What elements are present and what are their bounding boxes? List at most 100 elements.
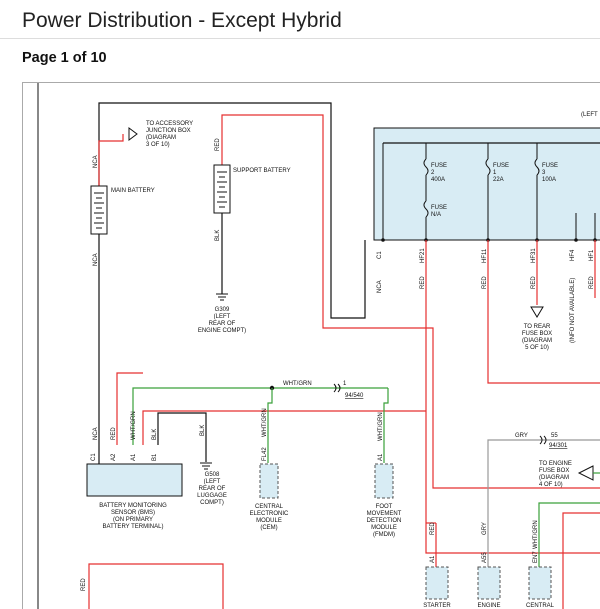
- bms-wire-red: RED: [111, 427, 117, 440]
- fmdm-label-2: MOVEMENT: [367, 511, 402, 517]
- pin-hf21: HF21: [420, 248, 426, 263]
- g508-label-3: REAR OF: [199, 486, 226, 492]
- fmdm-wht-grn-wire: [383, 388, 389, 463]
- bms-label-3: (ON PRIMARY: [113, 517, 153, 523]
- rear-fuse-ref-3: (DIAGRAM: [522, 338, 552, 344]
- fuse-na-1: FUSE: [431, 205, 447, 211]
- bms-red-link: [116, 372, 143, 445]
- engine-label: ENGINE: [477, 603, 500, 609]
- bottom-pin-a55: A55: [482, 552, 488, 563]
- fuse-box: [373, 127, 600, 241]
- fuse-1-num: 1: [493, 170, 497, 176]
- bottom-wire-wht-grn: WHT/GRN: [533, 520, 539, 549]
- lower-left-red-label: RED: [81, 578, 87, 591]
- pin-hf1: HF1: [589, 249, 595, 261]
- g309-label-3: REAR OF: [209, 321, 236, 327]
- accessory-arrow-icon: [128, 127, 138, 141]
- ground-g508-icon: [200, 462, 212, 470]
- engine-fuse-ref-2: FUSE BOX: [539, 468, 569, 474]
- wire-label-nca-2: NCA: [93, 253, 99, 266]
- pin-hf4: HF4: [570, 249, 576, 261]
- left-label: (LEFT: [581, 112, 598, 118]
- page-counter: Page 1 of 10: [22, 50, 107, 66]
- bms-wire-blk: BLK: [152, 429, 158, 440]
- bms-label-1: BATTERY MONITORING: [99, 503, 167, 509]
- support-red-label: RED: [215, 138, 221, 151]
- fuse-2-name: FUSE: [431, 163, 447, 169]
- gry-wire: [487, 439, 600, 567]
- blk-wire-label: BLK: [200, 425, 206, 436]
- central-label: CENTRAL: [526, 603, 555, 609]
- starter-module: [425, 566, 449, 600]
- cem-module: [259, 463, 279, 499]
- bms-pin-a2: A2: [111, 453, 117, 461]
- rear-fuse-ref-1: TO REAR: [524, 324, 551, 330]
- box-wire-nca: NCA: [377, 280, 383, 293]
- fmdm-label-3: DETECTION: [367, 518, 402, 524]
- wiring-diagram-sheet: TO ACCESSORY JUNCTION BOX (DIAGRAM 3 OF …: [22, 82, 600, 609]
- engine-module: [477, 566, 501, 600]
- connector-94-301: 94/301: [549, 443, 568, 449]
- fuse-na-2: N/A: [431, 212, 441, 218]
- bottom-wire-gry: GRY: [482, 522, 488, 535]
- engine-fuse-ref-1: TO ENGINE: [539, 461, 572, 467]
- rear-fuse-ref-2: FUSE BOX: [522, 331, 552, 337]
- cem-pin-fl42: FL42: [262, 447, 268, 461]
- connector-94-540: 94/540: [345, 393, 364, 399]
- bms-pin-c1: C1: [91, 453, 97, 461]
- g309-label-4: ENGINE COMPT): [198, 328, 246, 334]
- bms-wire-nca: NCA: [93, 427, 99, 440]
- wht-grn-bus-wire: [132, 387, 388, 445]
- cem-label-4: (CEM): [260, 525, 277, 531]
- accessory-ref-1: TO ACCESSORY: [146, 121, 193, 127]
- cem-label-3: MODULE: [256, 518, 282, 524]
- accessory-ref-3: (DIAGRAM: [146, 135, 176, 141]
- bms-module: [86, 463, 183, 497]
- bottom-pin-a1: A1: [430, 555, 436, 563]
- engine-fuse-ref-4: 4 OF 10): [539, 482, 563, 488]
- ground-g309-icon: [216, 293, 228, 301]
- pin-hf11: HF11: [482, 248, 488, 263]
- fuse-2-num: 2: [431, 170, 435, 176]
- info-not-available: (INFO NOT AVAILABLE): [570, 278, 576, 343]
- g309-label-2: (LEFT: [214, 314, 231, 320]
- box-wire-red-3: RED: [531, 276, 537, 289]
- fmdm-label-4: MODULE: [371, 525, 397, 531]
- main-battery-label: MAIN BATTERY: [111, 188, 155, 194]
- fuse-3-num: 3: [542, 170, 546, 176]
- bms-pin-b1: B1: [152, 453, 158, 461]
- support-battery-cells: [217, 171, 227, 208]
- box-wire-red-1: RED: [420, 276, 426, 289]
- cem-label-1: CENTRAL: [255, 504, 284, 510]
- fmdm-pin-a1: A1: [378, 453, 384, 461]
- connector-1-label: 1: [343, 381, 347, 387]
- lower-right-red-wire: [562, 512, 600, 609]
- main-battery-cells: [94, 192, 104, 229]
- central-wht-grn-wire: [538, 502, 600, 567]
- fuse-symbols: [423, 143, 596, 240]
- rear-fuse-ref-4: 5 OF 10): [525, 345, 549, 351]
- bms-red-feed: [142, 410, 426, 445]
- pin-hf31: HF31: [531, 248, 537, 263]
- fuse-1-name: FUSE: [493, 163, 509, 169]
- fuse-3-rating: 100A: [542, 177, 556, 183]
- accessory-feed-wire: [98, 134, 124, 186]
- lower-left-red-wire: [88, 563, 224, 609]
- wire-label-nca-1: NCA: [93, 155, 99, 168]
- cem-label-2: ELECTRONIC: [250, 511, 289, 517]
- engine-fuse-ref-3: (DIAGRAM: [539, 475, 569, 481]
- box-wire-red-4: RED: [589, 276, 595, 289]
- connector-94-540-icon: [333, 383, 341, 393]
- connector-55-label: 55: [551, 433, 558, 439]
- bms-wire-wht-grn: WHT/GRN: [131, 411, 137, 440]
- fuse-2-rating: 400A: [431, 177, 445, 183]
- bms-label-4: BATTERY TERMINAL): [103, 524, 164, 530]
- fmdm-module: [374, 463, 394, 499]
- bms-ground-wire: [157, 412, 207, 462]
- support-battery-red-wire: [221, 114, 600, 489]
- starter-label: STARTER: [423, 603, 451, 609]
- fuse-3-name: FUSE: [542, 163, 558, 169]
- bottom-wire-red: RED: [430, 522, 436, 535]
- bms-label-2: SENSOR (BMS): [111, 510, 155, 516]
- wiring-diagram: TO ACCESSORY JUNCTION BOX (DIAGRAM 3 OF …: [37, 83, 600, 609]
